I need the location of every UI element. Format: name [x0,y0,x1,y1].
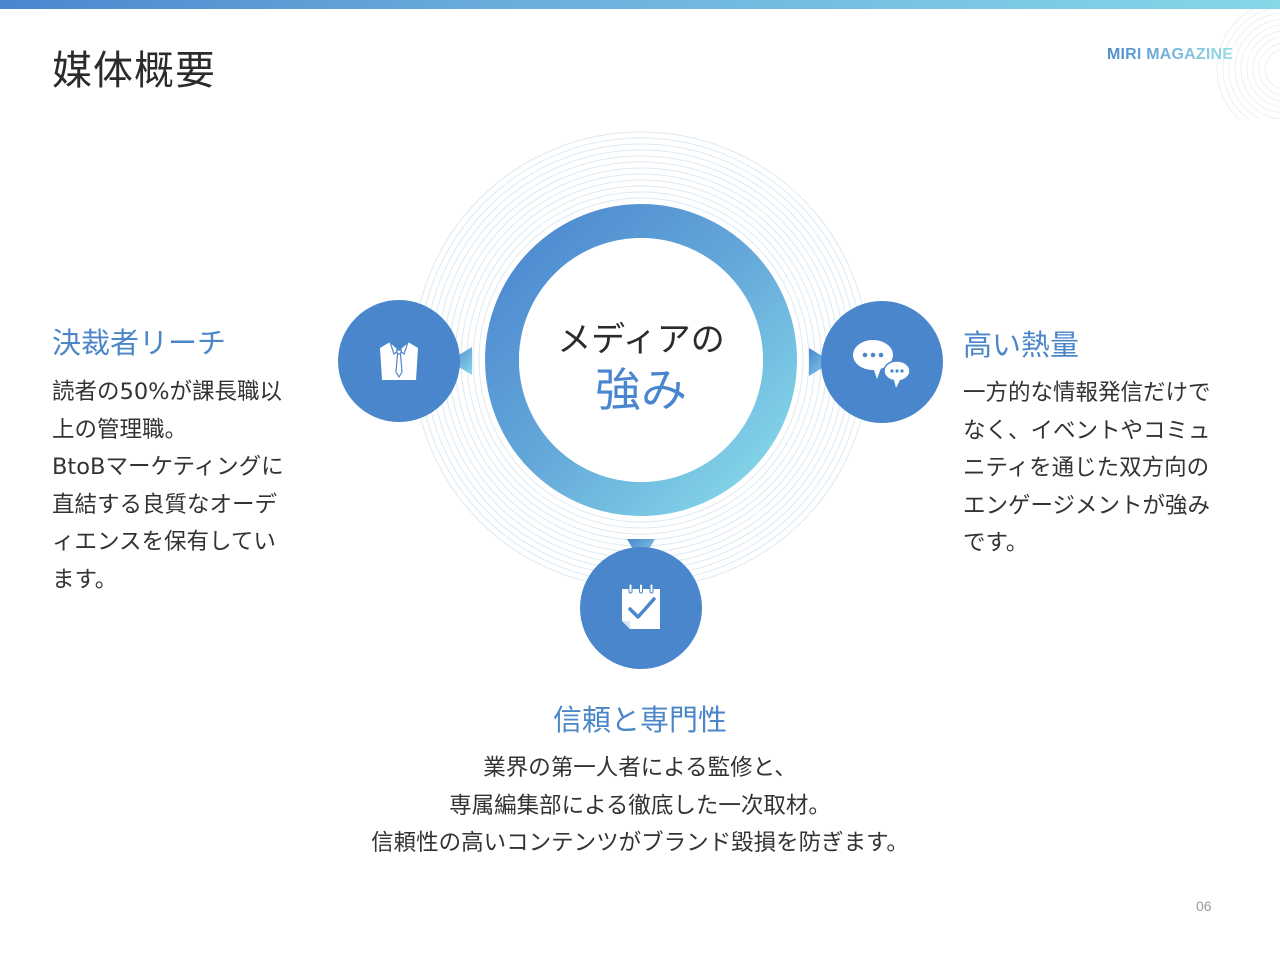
corner-ripple-decoration [1216,9,1280,119]
center-label-line2: 強み [595,363,687,417]
top-gradient-bar [0,0,1280,9]
center-label-line1: メディアの [557,320,725,360]
strength-title-decision-maker: 決裁者リーチ [52,326,227,360]
strength-title-trust: 信頼と専門性 [552,703,727,737]
body-line: 信頼性の高いコンテンツがブランド毀損を防ぎます。 [371,830,909,856]
center-ring [485,204,797,516]
body-line: 直結する良質なオーデ [52,491,278,518]
body-line: 上の管理職。 [52,416,188,443]
strength-body-trust: 業界の第一人者による監修と、 専属編集部による徹底した一次取材。 信頼性の高いコ… [290,750,990,863]
strength-body-decision-maker: 読者の50%が課長職以 上の管理職。 BtoBマーケティングに 直結する良質なオ… [52,374,322,599]
arrow-right-icon [809,348,832,376]
body-line: なく、イベントやコミュ [963,417,1211,444]
page-title: 媒体概要 [52,48,216,94]
strength-body-engagement: 一方的な情報発信だけで なく、イベントやコミュ ニティを通じた双方向の エンゲー… [963,375,1253,563]
page-number: 06 [1196,898,1212,914]
body-line: 読者の50%が課長職以 [52,379,283,405]
shirt-tie-icon [380,341,418,380]
center-label: メディアの 強み [521,318,761,418]
strength-title-engagement: 高い熱量 [963,328,1080,362]
decision-maker-badge [338,300,460,422]
body-line: 業界の第一人者による監修と、 [483,755,797,781]
arrow-left-icon [449,347,472,375]
body-line: 一方的な情報発信だけで [963,380,1211,406]
trust-badge [580,547,702,669]
body-line: 専属編集部による徹底した一次取材。 [449,792,831,819]
engagement-badge [821,301,943,423]
center-disc [519,238,763,482]
body-line: です。 [963,530,1029,556]
brand-logo: MIRI MAGAZINE [1107,46,1234,63]
body-line: ます。 [52,566,118,593]
body-line: BtoBマーケティングに [52,454,284,480]
body-line: ィエンスを保有してい [52,529,276,555]
chat-bubbles-icon [853,340,911,388]
body-line: ニティを通じた双方向の [963,455,1210,481]
checklist-notepad-icon [622,583,660,629]
body-line: エンゲージメントが強み [963,492,1211,519]
